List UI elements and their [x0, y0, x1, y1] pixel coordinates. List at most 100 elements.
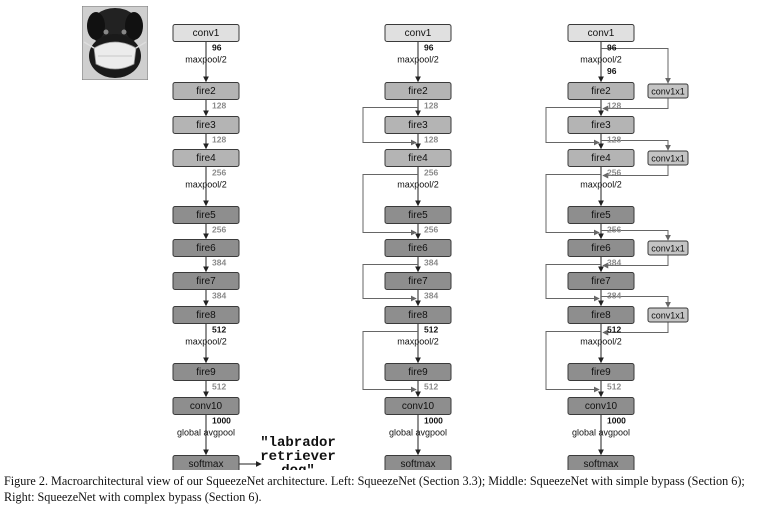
layer-fire6: fire6 — [567, 239, 635, 257]
layer-fire7: fire7 — [172, 272, 240, 290]
edge-op-label: maxpool/2 — [397, 337, 439, 347]
layer-label: fire3 — [408, 120, 428, 131]
edge-size-label: 128 — [424, 101, 438, 111]
edge-size-label: 256 — [607, 168, 621, 178]
layer-label: fire4 — [591, 153, 611, 164]
simple-bypass-arrow — [362, 331, 418, 393]
layer-fire8: fire8 — [567, 306, 635, 324]
complex-bypass-out — [602, 322, 669, 336]
complex-bypass-in — [601, 296, 671, 308]
edge-size-label: 384 — [607, 258, 621, 268]
layer-fire3: fire3 — [567, 116, 635, 134]
edge-op-label: maxpool/2 — [185, 337, 227, 347]
edge-op-label: global avgpool — [389, 428, 447, 438]
layer-label: softmax — [188, 459, 223, 470]
edge-op-label: maxpool/2 — [580, 337, 622, 347]
figure-area: conv1 fire2 fire3 fire4 fire5 fire6 fire7 fire8… — [82, 6, 689, 470]
edge-size-label: 96 — [424, 43, 434, 53]
layer-label: softmax — [400, 459, 435, 470]
layer-label: softmax — [583, 459, 618, 470]
layer-label: fire9 — [591, 367, 611, 378]
simple-bypass-arrow — [545, 331, 601, 393]
layer-label: fire4 — [196, 153, 216, 164]
complex-bypass-out — [602, 165, 669, 179]
layer-softmax: softmax — [567, 455, 635, 470]
layer-label: conv10 — [585, 401, 618, 412]
edge-size-label: 96 — [212, 43, 222, 53]
edge-size-label: 384 — [424, 291, 438, 301]
layer-label: fire2 — [408, 86, 428, 97]
edge-size-label: 128 — [424, 135, 438, 145]
conv1x1-label: conv1x1 — [651, 244, 685, 254]
conv1x1-box: conv1x1 — [647, 307, 689, 323]
edge-op-label: maxpool/2 — [580, 180, 622, 190]
layer-label: fire4 — [408, 153, 428, 164]
edge-size-label: 256 — [607, 225, 621, 235]
layer-label: fire9 — [408, 367, 428, 378]
layer-label: fire8 — [196, 310, 216, 321]
simple-bypass-arrow — [362, 107, 418, 146]
conv1x1-box: conv1x1 — [647, 150, 689, 166]
edge-op-label: maxpool/2 — [185, 180, 227, 190]
simple-bypass-arrow — [545, 264, 601, 302]
layer-label: fire7 — [196, 276, 216, 287]
layer-label: conv10 — [402, 401, 435, 412]
edge-size-label: 256 — [212, 225, 226, 235]
annotations-layer: 96 maxpool/2 128 128 256 maxpool/2 256 384 384 51… — [177, 43, 630, 438]
layer-fire3: fire3 — [172, 116, 240, 134]
layer-fire4: fire4 — [567, 149, 635, 167]
edge-size-label: 384 — [212, 291, 226, 301]
layer-fire4: fire4 — [172, 149, 240, 167]
conv1x1-label: conv1x1 — [651, 154, 685, 164]
edge-size-label: 1000 — [212, 416, 231, 426]
prediction-label: retriever — [260, 449, 336, 465]
edge-size-label: 384 — [607, 291, 621, 301]
layer-fire8: fire8 — [172, 306, 240, 324]
edge-size-label: 1000 — [607, 416, 626, 426]
edge-size-label: 512 — [607, 325, 621, 335]
layer-label: conv10 — [190, 401, 223, 412]
layer-fire7: fire7 — [384, 272, 452, 290]
figure-caption: Figure 2. Macroarchitectural view of our… — [4, 474, 745, 504]
prediction-label: "labrador — [260, 435, 336, 451]
layer-label: fire5 — [408, 210, 428, 221]
layer-fire2: fire2 — [384, 82, 452, 100]
edge-size-label: 256 — [424, 168, 438, 178]
layer-label: fire2 — [196, 86, 216, 97]
conv1x1-label: conv1x1 — [651, 311, 685, 321]
edge-size-label: 128 — [212, 101, 226, 111]
edge-size-label: 512 — [607, 382, 621, 392]
prediction-label: dog" — [281, 463, 315, 470]
layer-conv10: conv10 — [567, 397, 635, 415]
layer-fire4: fire4 — [384, 149, 452, 167]
layer-fire6: fire6 — [384, 239, 452, 257]
layer-conv1: conv1 — [384, 24, 452, 42]
simple-bypass-arrow — [362, 264, 418, 302]
conv1x1-box: conv1x1 — [647, 83, 689, 99]
layer-label: fire6 — [591, 243, 611, 254]
edge-op-label: maxpool/2 — [397, 55, 439, 65]
edge-size-label: 384 — [424, 258, 438, 268]
edge-op-label: maxpool/2 — [580, 55, 622, 65]
conv1x1-label: conv1x1 — [651, 87, 685, 97]
layer-label: fire7 — [591, 276, 611, 287]
layer-conv10: conv10 — [172, 397, 240, 415]
layer-fire8: fire8 — [384, 306, 452, 324]
nodes-layer: conv1 fire2 fire3 fire4 fire5 fire6 fire7 fire8… — [172, 24, 689, 470]
conv1x1-box: conv1x1 — [647, 240, 689, 256]
layer-fire5: fire5 — [172, 206, 240, 224]
complex-bypass-in — [601, 230, 671, 241]
edges-layer — [203, 41, 671, 467]
layer-fire7: fire7 — [567, 272, 635, 290]
layer-softmax: softmax — [384, 455, 452, 470]
simple-bypass-arrow — [362, 174, 418, 236]
layer-label: fire6 — [408, 243, 428, 254]
edge-size-label: 96 — [607, 43, 617, 53]
complex-bypass-in — [601, 48, 671, 84]
layer-fire9: fire9 — [567, 363, 635, 381]
layer-fire6: fire6 — [172, 239, 240, 257]
edge-size-label: 512 — [424, 325, 438, 335]
simple-bypass-arrow — [545, 174, 601, 236]
edge-op-label: global avgpool — [177, 428, 235, 438]
layer-label: fire7 — [408, 276, 428, 287]
